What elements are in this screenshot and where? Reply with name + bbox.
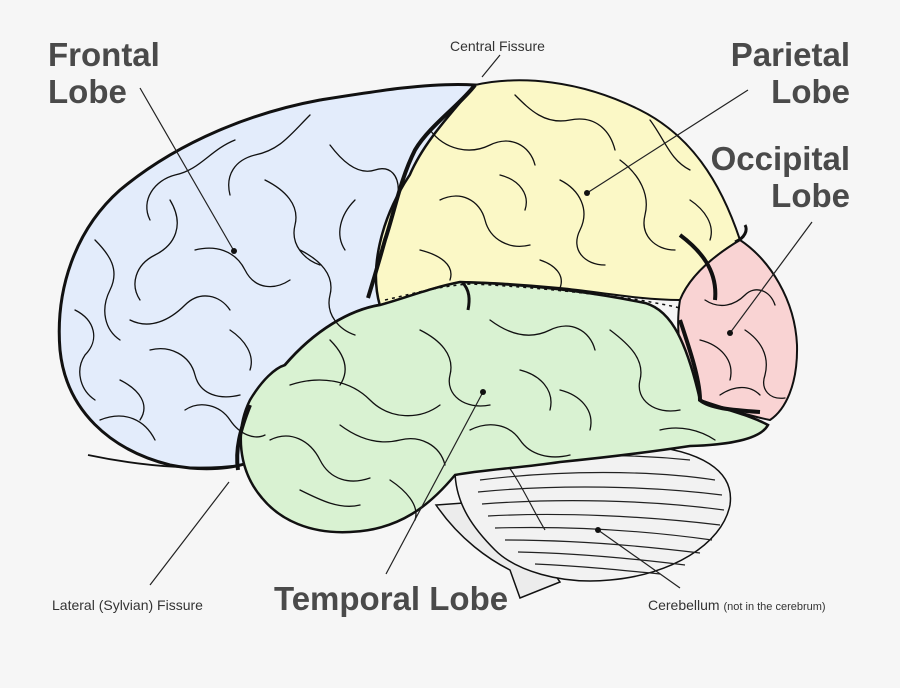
occipital-gyri [699, 289, 786, 399]
temporal-lobe-label: Temporal Lobe [274, 580, 509, 617]
frontal-label-line2: Lobe [48, 73, 127, 110]
frontal-leader [139, 87, 235, 252]
temporal-leader [385, 391, 484, 575]
lateral-fissure-leader [149, 481, 230, 586]
occipital-lobe-label: Occipital Lobe [690, 140, 850, 214]
frontal-label-line1: Frontal [48, 36, 160, 73]
parietal-lobe [375, 79, 742, 307]
temporal-lobe [239, 280, 770, 534]
leader-lines [139, 54, 813, 589]
frontal-lobe-label: Frontal Lobe [48, 36, 160, 110]
parietal-label-line1: Parietal [730, 36, 850, 73]
occipital-label-line1: Occipital [710, 140, 850, 177]
leader-dots [231, 190, 733, 533]
temporal-gyri [269, 319, 716, 521]
central-fissure-leader [481, 54, 501, 78]
cerebellum-label: Cerebellum (not in the cerebrum) [648, 597, 826, 613]
parietal-leader [586, 89, 749, 194]
cerebellum-note: (not in the cerebrum) [723, 601, 826, 613]
occipital-dot [727, 330, 733, 336]
parietal-label-line2: Lobe [771, 73, 850, 110]
cerebellum-leader [597, 529, 681, 589]
parietal-gyri [419, 94, 712, 289]
lobe-boundaries [87, 83, 761, 471]
temporal-dot [480, 389, 486, 395]
frontal-dot [231, 248, 237, 254]
lateral-fissure-label: Lateral (Sylvian) Fissure [52, 597, 203, 613]
parietal-lobe-label: Parietal Lobe [700, 36, 850, 110]
occipital-label-line2: Lobe [771, 177, 850, 214]
occipital-leader [729, 221, 813, 334]
cerebellum-label-text: Cerebellum [648, 597, 720, 613]
parietal-dot [584, 190, 590, 196]
central-fissure-label: Central Fissure [450, 38, 545, 54]
frontal-gyri [74, 114, 399, 441]
cerebellum-dot [595, 527, 601, 533]
